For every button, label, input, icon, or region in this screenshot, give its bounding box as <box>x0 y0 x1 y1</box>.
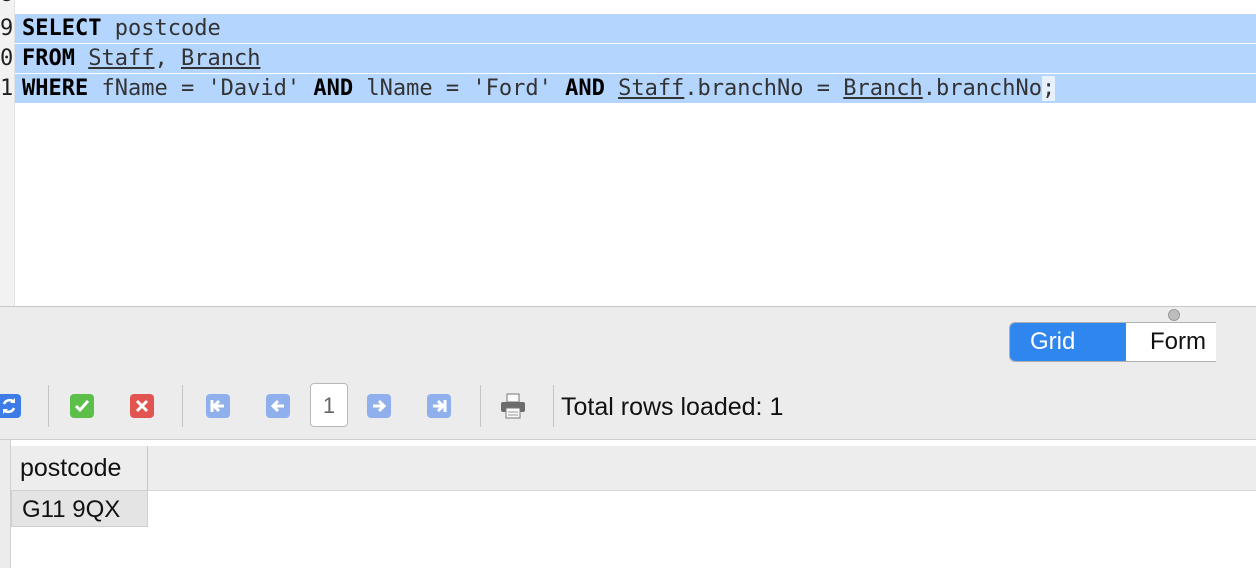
sql-token-kw: WHERE <box>22 76 89 101</box>
code-line-where[interactable]: WHERE fName = 'David' AND lName = 'Ford'… <box>15 74 1256 103</box>
next-page-icon[interactable] <box>364 391 394 421</box>
column-header-row: postcode <box>11 446 1256 491</box>
sql-token-tbl: Staff <box>88 46 155 71</box>
rollback-icon[interactable] <box>127 391 157 421</box>
refresh-icon[interactable] <box>0 391 24 421</box>
grid-view-button[interactable]: Grid view <box>1010 323 1126 361</box>
sql-token-kw: AND <box>565 76 605 101</box>
toolbar-separator <box>182 385 183 427</box>
sql-token-plain <box>605 76 618 101</box>
code-line-from[interactable]: FROM Staff, Branch <box>15 44 1256 73</box>
view-mode-switch: Grid view Form <box>1009 322 1216 362</box>
sql-token-plain: fName = 'David' <box>88 76 314 101</box>
commit-icon[interactable] <box>67 391 97 421</box>
sql-token-plain: lName = 'Ford' <box>353 76 566 101</box>
line-number-gutter: 8 9 0 1 <box>0 0 15 306</box>
sql-token-plain: .branchNo <box>922 76 1042 101</box>
form-view-button[interactable]: Form <box>1126 323 1216 361</box>
toolbar-separator <box>480 385 481 427</box>
toolbar-separator <box>553 385 554 427</box>
line-number: 9 <box>0 16 12 41</box>
sql-token-plain: .branchNo = <box>684 76 844 101</box>
sql-token-kw: FROM <box>22 46 75 71</box>
last-page-icon[interactable] <box>424 391 454 421</box>
row-header-gutter <box>0 440 11 568</box>
sql-token-plain <box>75 46 88 71</box>
sql-token-plain: postcode <box>101 16 221 41</box>
sql-token-tbl: Staff <box>618 76 685 101</box>
result-grid: postcode G11 9QX <box>0 440 1256 568</box>
previous-page-icon[interactable] <box>263 391 293 421</box>
sql-token-kw: AND <box>313 76 354 101</box>
sql-token-tbl: Branch <box>180 46 261 71</box>
toolbar-separator <box>48 385 49 427</box>
line-number: 8 <box>0 0 12 10</box>
splitter-handle[interactable] <box>1168 309 1180 321</box>
total-rows-status: Total rows loaded: 1 <box>561 393 784 421</box>
sql-token-tbl: Branch <box>843 76 923 101</box>
print-icon[interactable] <box>498 391 528 421</box>
page-number-field[interactable]: 1 <box>310 383 348 427</box>
table-cell[interactable]: G11 9QX <box>11 490 148 527</box>
sql-token-kw: SELECT <box>22 16 102 41</box>
sql-editor[interactable]: 8 9 0 1 SELECT postcode FROM Staff, Bran… <box>0 0 1256 306</box>
line-number: 0 <box>0 46 12 71</box>
sql-token-tail: ; <box>1041 76 1056 101</box>
line-number: 1 <box>0 76 12 101</box>
results-toolbar: 1 Total rows loaded: 1 <box>0 383 1256 440</box>
first-page-icon[interactable] <box>203 391 233 421</box>
column-header-postcode[interactable]: postcode <box>11 446 148 490</box>
code-line-select[interactable]: SELECT postcode <box>15 14 1256 43</box>
sql-token-plain: , <box>154 46 181 71</box>
